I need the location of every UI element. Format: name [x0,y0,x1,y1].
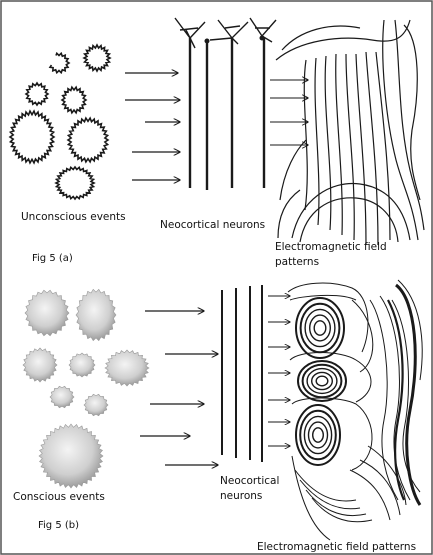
label-em-field-b: Electromagnetic field patterns [257,541,416,553]
label-em-field-a-line2: patterns [275,256,319,268]
conscious-event-blob [105,350,149,386]
label-unconscious-events: Unconscious events [21,211,126,223]
conscious-event-blob [69,353,95,377]
label-conscious-events: Conscious events [13,491,105,503]
caption-fig-5b: Fig 5 (b) [38,520,79,531]
label-neocortical-neurons-b-line2: neurons [220,490,262,502]
label-em-field-a-line1: Electromagnetic field [275,241,387,253]
label-neocortical-neurons-a: Neocortical neurons [160,219,265,231]
label-neocortical-neurons-b-line1: Neocortical [220,475,279,487]
caption-fig-5a: Fig 5 (a) [32,253,73,264]
